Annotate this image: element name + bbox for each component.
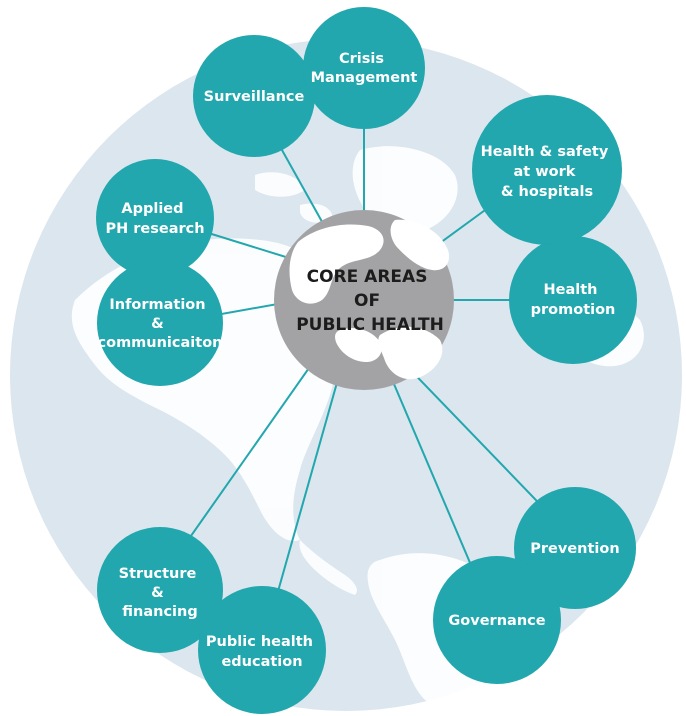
node-circle: [96, 159, 214, 277]
center-title-line-1: CORE AREAS: [307, 267, 428, 287]
center-title-line-3: PUBLIC HEALTH: [296, 315, 444, 335]
node-circle: [97, 260, 223, 386]
node-crisis-management: Crisis Management: [303, 7, 425, 129]
node-public-health-education: Public health education: [198, 586, 326, 714]
node-circle: [97, 527, 223, 653]
node-label: Prevention: [530, 541, 619, 557]
node-label: Surveillance: [204, 89, 305, 105]
node-label: Health promotion: [531, 282, 616, 318]
node-surveillance: Surveillance: [193, 35, 315, 157]
node-circle: [433, 556, 561, 684]
node-label: Applied PH research: [105, 201, 204, 237]
node-circle: [303, 7, 425, 129]
node-label: Health & safety at work & hospitals: [481, 144, 614, 200]
node-health-promotion: Health promotion: [509, 236, 637, 364]
center-node: CORE AREAS OF PUBLIC HEALTH: [274, 210, 454, 390]
node-label: Information & communicaiton: [98, 297, 223, 351]
node-label: Crisis Management: [311, 51, 418, 86]
node-applied-ph-research: Applied PH research: [96, 159, 214, 277]
node-structure-financing: Structure & financing: [97, 527, 223, 653]
connector-prevention: [397, 356, 561, 526]
node-circle: [193, 35, 315, 157]
node-label: Structure & financing: [119, 566, 202, 620]
node-label: Governance: [448, 613, 545, 629]
globe-icon: [289, 219, 450, 380]
node-circle: [472, 95, 622, 245]
center-title-line-2: OF: [354, 291, 380, 311]
center-title: CORE AREAS OF PUBLIC HEALTH: [296, 267, 444, 335]
node-circle: [198, 586, 326, 714]
node-health-safety: Health & safety at work & hospitals: [472, 95, 622, 245]
node-label: Public health education: [206, 634, 318, 670]
node-circle: [509, 236, 637, 364]
node-governance: Governance: [433, 556, 561, 684]
node-information-communication: Information & communicaiton: [97, 260, 223, 386]
